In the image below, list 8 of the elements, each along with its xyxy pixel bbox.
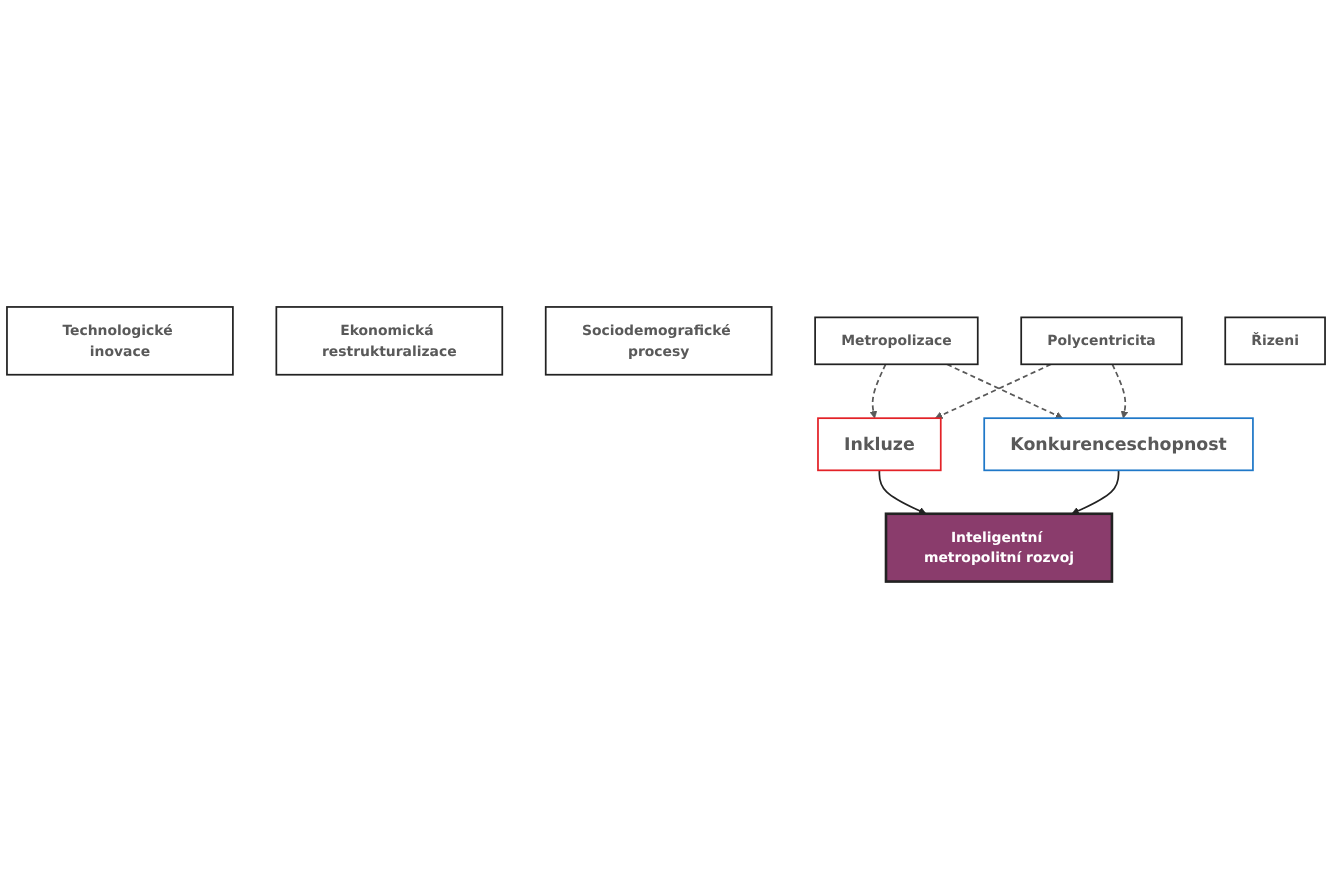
node-box: Konkurenceschopnost [983, 417, 1254, 471]
arrow [1071, 469, 1120, 515]
arrow [1111, 363, 1129, 419]
arrow [934, 363, 1052, 419]
arrow [869, 363, 887, 419]
node-box: Inkluze [817, 417, 942, 471]
arrow [878, 469, 927, 515]
arrow [946, 363, 1063, 419]
